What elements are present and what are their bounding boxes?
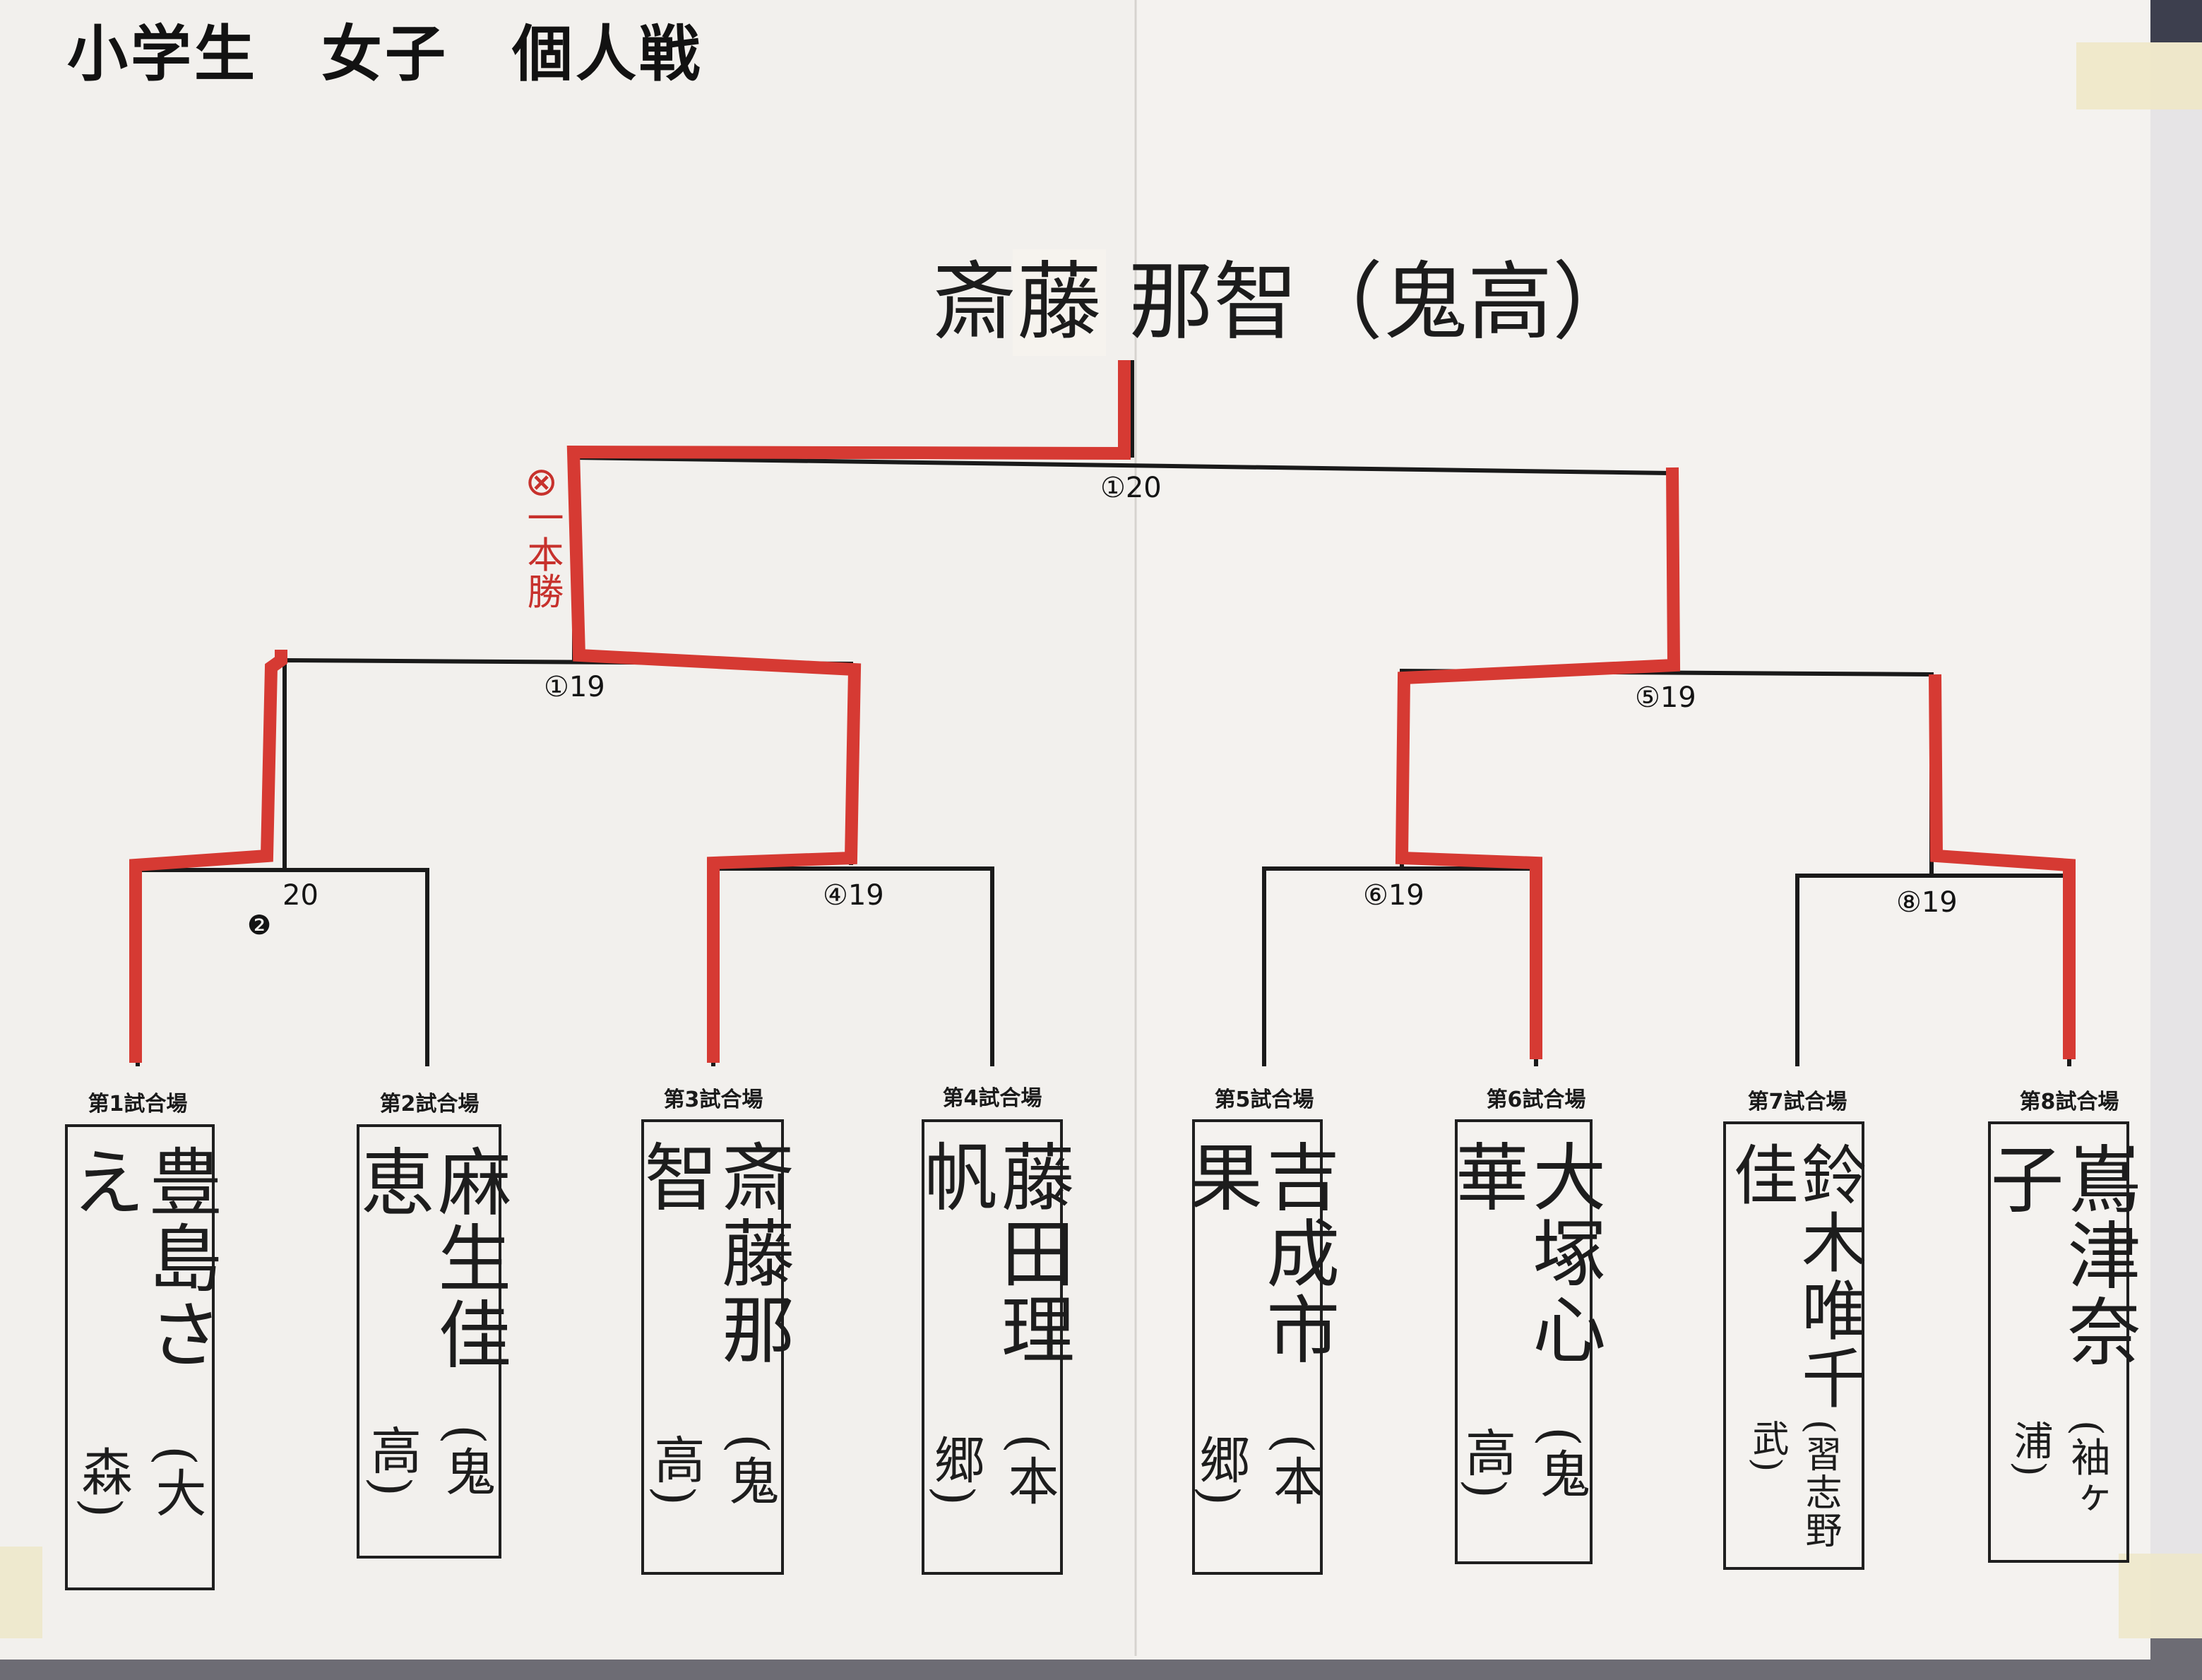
match-label-qf-1-extra: ❷ <box>247 910 272 941</box>
paper-left <box>0 0 1137 1660</box>
result-mark: ⊗ <box>519 466 565 499</box>
entrant-box: 豊島さえ 大森 <box>59 1124 222 1590</box>
match-label-final: ①20 <box>1100 472 1162 504</box>
match-label-qf-1: 20 <box>282 879 319 912</box>
champion-surname-sticker: 藤 <box>1017 254 1102 352</box>
entrant-school: 本郷 <box>1184 1434 1332 1572</box>
entrant-box: 鈴木唯千佳 習志野武 <box>1722 1121 1867 1570</box>
winner-path <box>129 360 2076 1063</box>
venue-label: 第6試合場 <box>1486 1088 1586 1112</box>
venue-label: 第8試合場 <box>2019 1090 2119 1114</box>
entrant-name: 大塚心華 <box>1442 1139 1606 1368</box>
venue-label: 第4試合場 <box>942 1086 1042 1111</box>
tape-bottom-right <box>2119 1554 2202 1638</box>
winner-path-right-qf4 <box>1929 674 2076 1059</box>
entrant-box: 麻生佳恵 鬼高 <box>348 1124 511 1559</box>
entrant-box: 大塚心華 鬼高 <box>1443 1119 1606 1564</box>
entrant-school: 鬼高 <box>1450 1426 1598 1561</box>
winner-path-left <box>566 360 1131 1063</box>
entrant-school: 大森 <box>66 1446 214 1587</box>
match-label-qf-2: ④19 <box>823 879 884 912</box>
match-label-qf-3: ⑥19 <box>1363 879 1424 912</box>
match-label-semi-left: ①19 <box>544 671 605 703</box>
entrant-school: 本郷 <box>918 1434 1066 1572</box>
result-text: 一本勝 <box>520 499 563 609</box>
entrant-name: 嶌津奈子 <box>1977 1141 2141 1370</box>
entrant-box: 嶌津奈子 袖ヶ浦 <box>1977 1121 2141 1563</box>
venue-label: 第7試合場 <box>1747 1090 1847 1114</box>
venue-label: 第2試合場 <box>379 1092 480 1116</box>
venue-label: 第3試合場 <box>663 1088 763 1112</box>
result-note: ⊗一本勝 <box>516 466 569 609</box>
champion-name: 斎藤 那智（鬼高） <box>932 233 1637 356</box>
champion-given-school: 那智（鬼高） <box>1102 254 1638 352</box>
tape-top-right <box>2076 42 2202 109</box>
match-label-qf-4: ⑧19 <box>1896 886 1958 919</box>
tape-bottom-left <box>0 1547 42 1638</box>
entrant-name: 豊島さえ <box>59 1144 222 1373</box>
entrant-name: 鈴木唯千佳 <box>1722 1141 1867 1412</box>
entrant-school: 鬼高 <box>638 1434 787 1572</box>
entrant-name: 斎藤那智 <box>631 1139 795 1368</box>
champion-surname: 斎 <box>932 254 1017 352</box>
venue-label: 第5試合場 <box>1214 1088 1314 1112</box>
entrant-school: 袖ヶ浦 <box>2001 1420 2116 1560</box>
entrant-box: 藤田理帆 本郷 <box>911 1119 1074 1575</box>
venue-label: 第1試合場 <box>88 1092 188 1116</box>
entrant-name: 吉成市果 <box>1176 1139 1340 1368</box>
entrant-school: 習志野武 <box>1741 1419 1847 1567</box>
page-title: 小学生 女子 個人戦 <box>67 19 703 90</box>
winner-path-right-qf3 <box>1395 467 1681 1059</box>
paper-right <box>1133 0 2150 1660</box>
winner-path-qf1 <box>129 650 287 1063</box>
entrant-name: 麻生佳恵 <box>347 1144 511 1373</box>
entrant-box: 吉成市果 本郷 <box>1177 1119 1340 1575</box>
entrant-box: 斎藤那智 鬼高 <box>631 1119 794 1575</box>
entrant-school: 鬼高 <box>355 1424 504 1556</box>
match-label-semi-right: ⑤19 <box>1635 681 1696 714</box>
entrant-name: 藤田理帆 <box>911 1139 1075 1368</box>
